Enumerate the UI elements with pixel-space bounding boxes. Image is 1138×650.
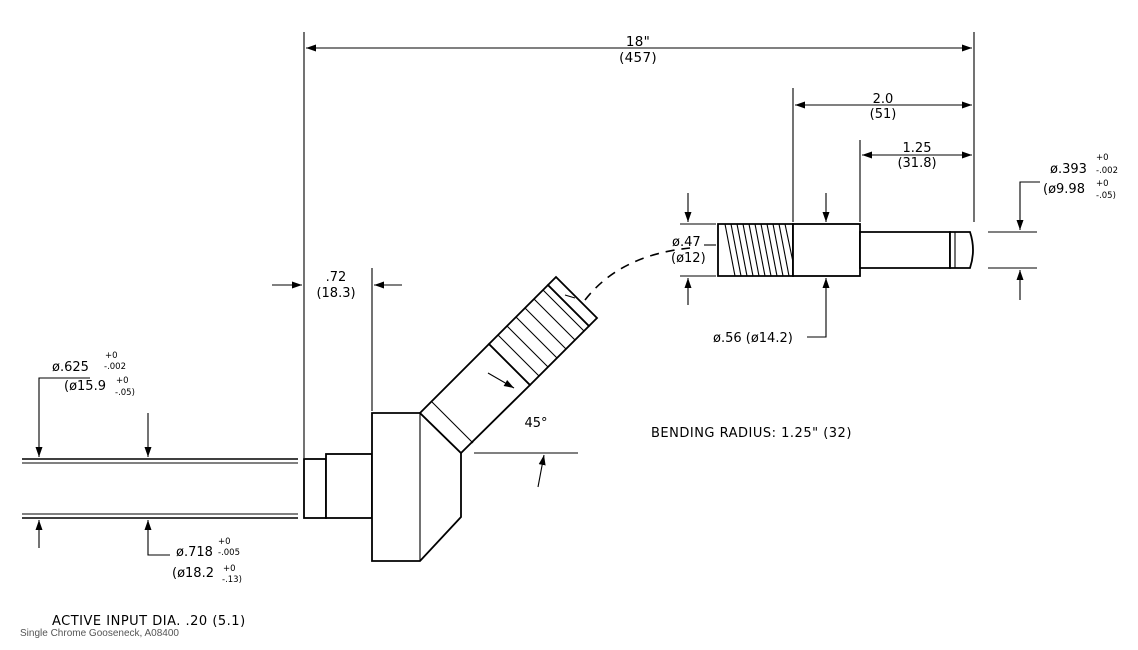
tube-dia-mm-label: (ø15.9 (64, 379, 106, 394)
bending-radius-note: BENDING RADIUS: 1.25" (32) (651, 426, 852, 441)
collar-dia-label: ø.56 (ø14.2) (713, 331, 793, 346)
length-2in-label: 2.0 (873, 92, 894, 107)
bore-dia-tol-plus: +0 (218, 537, 231, 547)
pin-dia-tol-plus: +0 (1096, 153, 1109, 163)
tube-dia-mm-tol-plus: +0 (116, 376, 129, 386)
tube-dia-tol-minus: -.002 (104, 362, 126, 372)
overall-length-mm-label: (457) (619, 50, 657, 66)
bore-dia-label: ø.718 (176, 545, 213, 560)
gooseneck-body (22, 275, 599, 562)
bore-dia-mm-label: (ø18.2 (172, 566, 214, 581)
angle-label: 45° (524, 416, 547, 431)
pin-dia-mm-tol-plus: +0 (1096, 179, 1109, 189)
tube-dia-label: ø.625 (52, 360, 89, 375)
length-125-mm-label: (31.8) (897, 156, 936, 171)
tube-dia-tol-plus: +0 (105, 351, 118, 361)
detail-callout-curve (584, 247, 691, 301)
detail-view (717, 223, 974, 277)
pin-dia-label: ø.393 (1050, 162, 1087, 177)
length-125-label: 1.25 (903, 141, 932, 156)
offset-label: .72 (326, 270, 347, 285)
thread-dia-label: ø.47 (672, 235, 701, 250)
bore-dia-mm-tol-plus: +0 (223, 564, 236, 574)
thread-dia-mm-label: (ø12) (671, 251, 706, 266)
bore-dia-mm-tol-minus: -.13) (222, 575, 242, 585)
tube-dia-mm-tol-minus: -.05) (115, 388, 135, 398)
active-input-note: ACTIVE INPUT DIA. .20 (5.1) (52, 614, 246, 629)
length-2in-mm-label: (51) (870, 107, 897, 122)
dimension-lines (35, 32, 1040, 556)
pin-dia-mm-label: (ø9.98 (1043, 182, 1085, 197)
pin-dia-tol-minus: -.002 (1096, 166, 1118, 176)
pin-dia-mm-tol-minus: -.05) (1096, 191, 1116, 201)
bore-dia-tol-minus: -.005 (218, 548, 240, 558)
image-caption: Single Chrome Gooseneck, A08400 (20, 628, 179, 639)
overall-length-label: 18" (626, 34, 650, 50)
offset-mm-label: (18.3) (316, 286, 355, 301)
